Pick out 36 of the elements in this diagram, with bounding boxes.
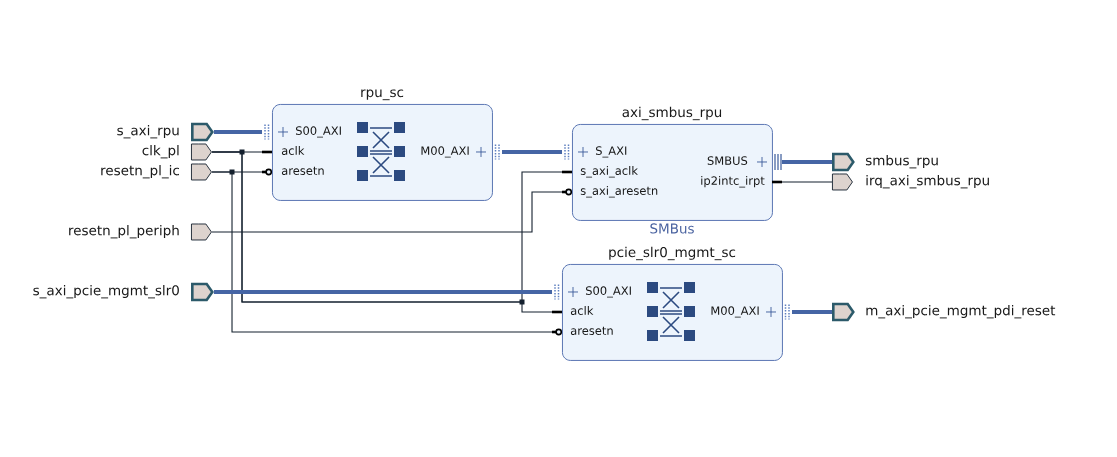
port-label: irq_axi_smbus_rpu [866,174,989,189]
pin: ip2intc_irpt [701,176,782,188]
port-label: s_axi_rpu [117,124,179,139]
pin: M00_AXI [711,303,790,321]
pin: s_axi_aclk [562,166,638,178]
block-title: axi_smbus_rpu [622,106,722,121]
pin: aclk [552,306,594,315]
pin: M00_AXI [421,143,500,161]
wire [211,191,563,233]
port-label: resetn_pl_ic [101,164,179,179]
node-label: aresetn [281,166,324,175]
wire [213,289,552,295]
block-title: pcie_slr0_mgmt_sc [609,246,736,261]
wire [782,159,832,165]
block-title: rpu_sc [361,89,404,101]
wire [211,171,553,333]
port-label: clk_pl [142,144,179,159]
block-subtitle: SMBus [650,223,694,234]
wire [213,129,262,135]
node-label: aresetn [570,326,613,335]
pin: S_AXI [564,143,627,161]
port-label: smbus_rpu [865,154,938,169]
wire [792,309,832,315]
pin: aresetn [262,166,324,176]
wire [502,149,562,155]
port-label: resetn_pl_periph [69,224,179,239]
pin: s_axi_aresetn [562,186,658,198]
pin: aclk [262,146,305,155]
pin: aresetn [552,326,613,336]
port-label: s_axi_pcie_mgmt_slr0 [33,284,179,299]
port-label: m_axi_pcie_mgmt_pdi_reset [866,304,1056,319]
pin: S00_AXI [554,283,631,301]
pin: SMBUS [707,153,782,171]
node-label: s_axi_aresetn [580,186,658,198]
pin: S00_AXI [264,123,341,141]
wire [781,181,833,183]
